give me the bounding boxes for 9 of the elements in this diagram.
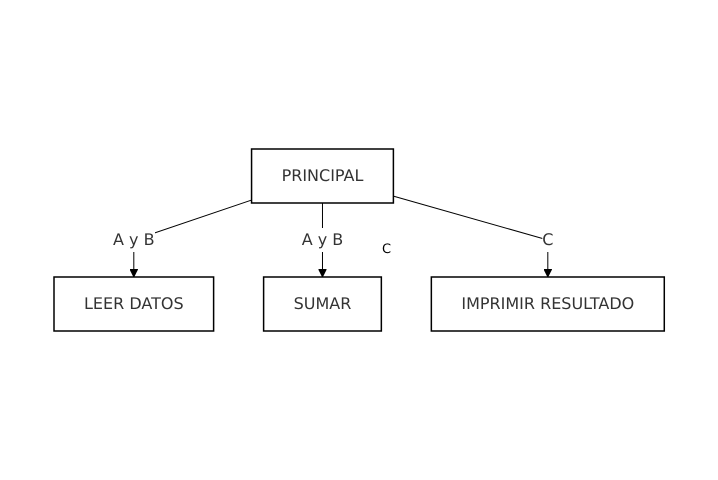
edge-label: A y B [112,230,154,249]
edge-label: C [542,230,554,249]
node-box: SUMAR [262,276,382,332]
arrow [392,196,552,278]
node-box: PRINCIPAL [250,148,394,204]
node-box: IMPRIMIR RESULTADO [430,276,665,332]
data-couple-label: C [382,242,392,257]
node-box: LEER DATOS [53,276,214,332]
edge-label: A y B [302,230,344,249]
